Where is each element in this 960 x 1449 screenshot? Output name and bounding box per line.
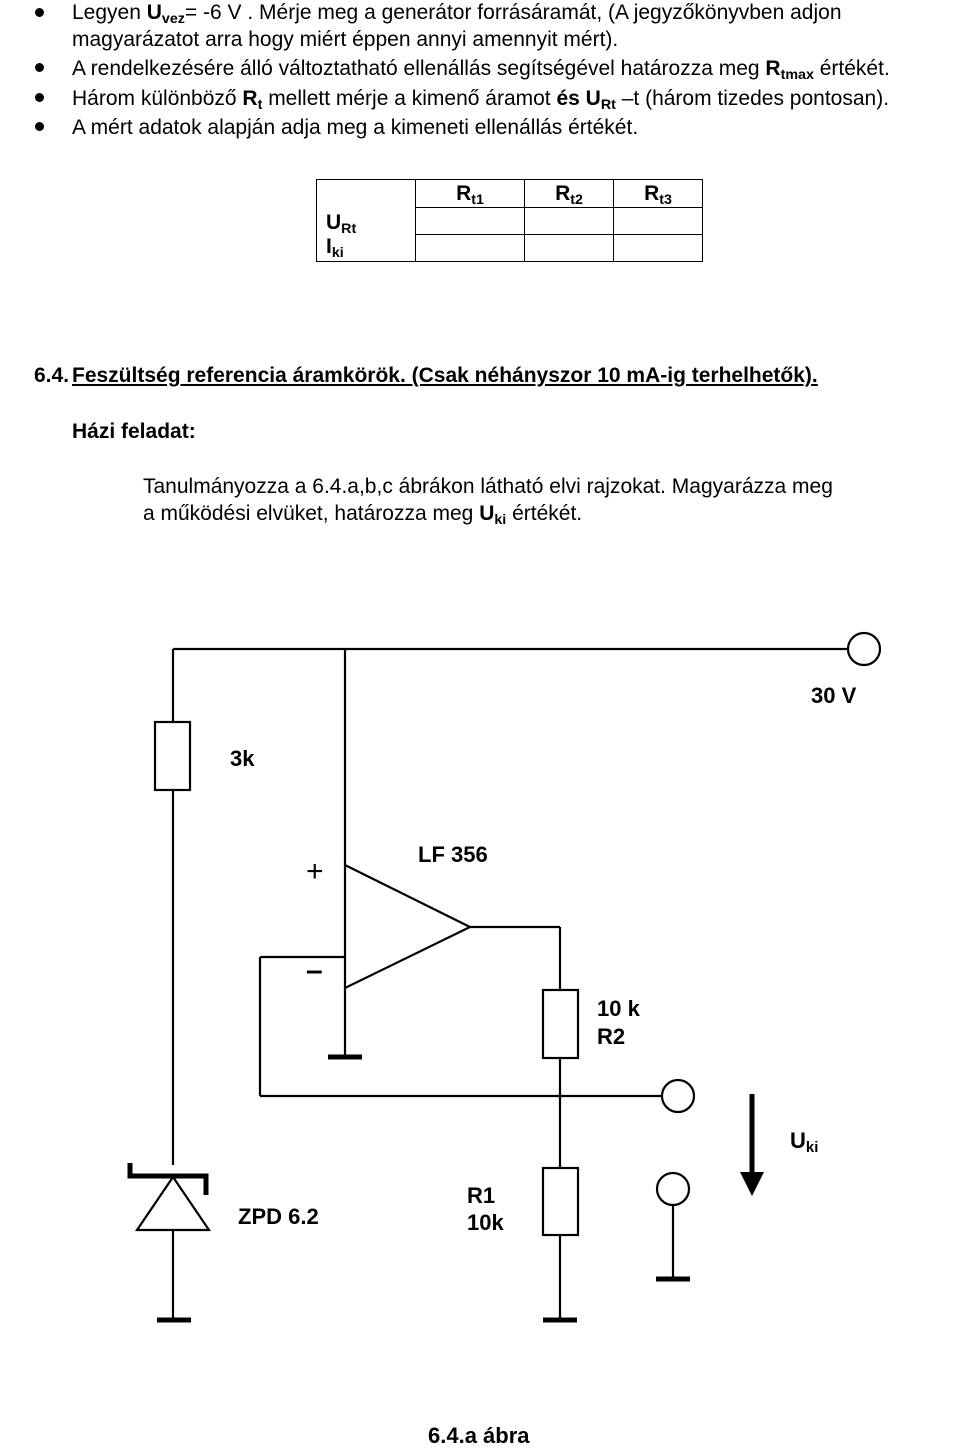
opamp-plus-sign: +: [306, 855, 324, 888]
measurement-table: Rt1 Rt2 Rt3 URt Iki: [316, 179, 703, 262]
section-number: 6.4.: [34, 364, 70, 387]
resistor-3k-label: 3k: [230, 746, 255, 771]
homework-text-1: Tanulmányozza a 6.4.a,b,c ábrákon láthat…: [143, 475, 833, 498]
diode-label: ZPD 6.2: [238, 1204, 319, 1229]
table-cell: [613, 207, 703, 235]
opamp-symbol: [343, 863, 473, 990]
uki-label: Uki: [790, 1128, 819, 1157]
r1-name-label: R1: [467, 1183, 496, 1208]
output-terminal: [660, 1078, 696, 1114]
ground-terminal: [655, 1171, 691, 1207]
table-cell: [613, 234, 703, 262]
bullet-dot: [35, 8, 44, 17]
zener-cathode-bar: [127, 1163, 209, 1195]
table-header-rt3: Rt3: [613, 179, 703, 208]
resistor-r1: [541, 1166, 580, 1237]
supply-voltage-label: 30 V: [811, 683, 857, 708]
bullet-dot: [35, 93, 44, 102]
r2-value-label: 10 k: [597, 996, 640, 1021]
table-cell: [524, 234, 614, 262]
table-row-label-iki: Iki: [316, 234, 416, 262]
bullet-dot: [35, 122, 44, 131]
uki-arrow-head: [740, 1172, 764, 1196]
table-row-label-urt: URt: [316, 207, 416, 236]
figure-caption: 6.4.a ábra: [428, 1423, 530, 1448]
table-cell: [415, 234, 525, 262]
section-title: Feszültség referencia áramkörök. (Csak n…: [72, 364, 818, 387]
bullet-1-line-2: magyarázatot arra hogy miért éppen annyi…: [72, 28, 619, 51]
bullet-dot: [35, 63, 44, 72]
opamp-label: LF 356: [418, 842, 488, 867]
resistor-r2: [541, 988, 580, 1060]
bullet-3: Három különböző Rt mellett mérje a kimen…: [72, 87, 890, 113]
homework-text-2: a működési elvüket, határozza meg Uki ér…: [143, 502, 583, 528]
resistor-3k: [153, 720, 192, 792]
homework-label: Házi feladat:: [72, 420, 196, 443]
table-cell: [524, 207, 614, 235]
bullet-1-line-1: Legyen Uvez= -6 V . Mérje meg a generáto…: [72, 1, 842, 27]
zener-diode-symbol: [134, 1175, 212, 1232]
opamp-minus-sign: –: [306, 954, 323, 987]
supply-terminal: [846, 631, 882, 667]
r2-name-label: R2: [597, 1024, 626, 1049]
r1-value-label: 10k: [467, 1210, 504, 1235]
bullet-4: A mért adatok alapján adja meg a kimenet…: [72, 116, 639, 139]
table-header-rt1: Rt1: [415, 179, 525, 208]
bullet-2: A rendelkezésére álló változtatható elle…: [72, 57, 890, 83]
